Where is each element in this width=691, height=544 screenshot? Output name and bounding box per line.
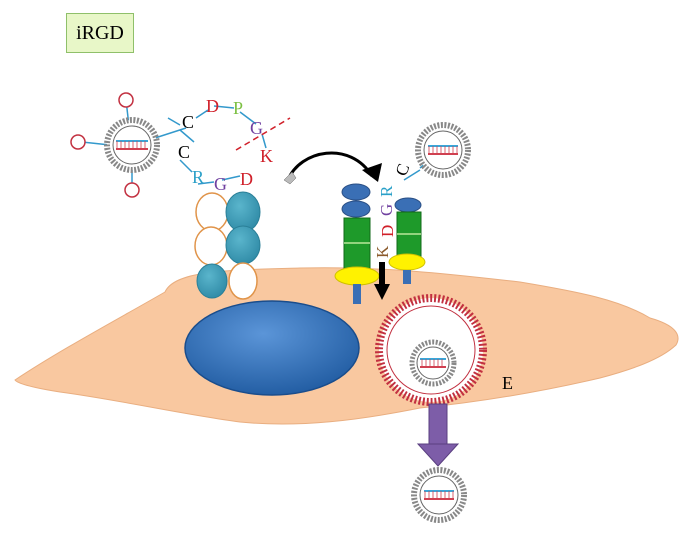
residue-right-c: C [392, 161, 414, 178]
neuropilin-receptor [194, 191, 261, 300]
residue-right-d: D [378, 225, 397, 237]
residue-r: R [192, 167, 204, 187]
nanoparticle-released [411, 467, 467, 523]
residue-right-g: G [377, 204, 396, 216]
residue-g2: G [214, 174, 227, 194]
residue-g1: G [250, 118, 263, 138]
nanoparticle-right [415, 122, 471, 178]
residue-right-k: K [373, 245, 392, 258]
internalization-arrow [374, 262, 390, 300]
residue-p: P [233, 98, 243, 118]
nanoparticle-left [70, 92, 187, 198]
residue-c1: C [182, 112, 194, 132]
curved-arrow [283, 151, 382, 185]
release-arrow [416, 403, 460, 467]
title-label: iRGD [76, 21, 124, 44]
title-box: iRGD [66, 13, 134, 53]
residue-d1: D [206, 96, 219, 116]
endosome-label: E [502, 373, 513, 393]
residue-d2: D [240, 169, 253, 189]
residue-right-r: R [377, 185, 396, 197]
endosome [375, 294, 487, 406]
integrin-right [388, 197, 426, 284]
nucleus [184, 300, 360, 396]
peptide-chain-right: C R G D K [373, 161, 421, 258]
residue-k: K [260, 146, 273, 166]
residue-c2: C [178, 142, 190, 162]
peptide-chain-left: C D P G K C R G D [167, 96, 291, 194]
integrin-left [334, 183, 380, 304]
